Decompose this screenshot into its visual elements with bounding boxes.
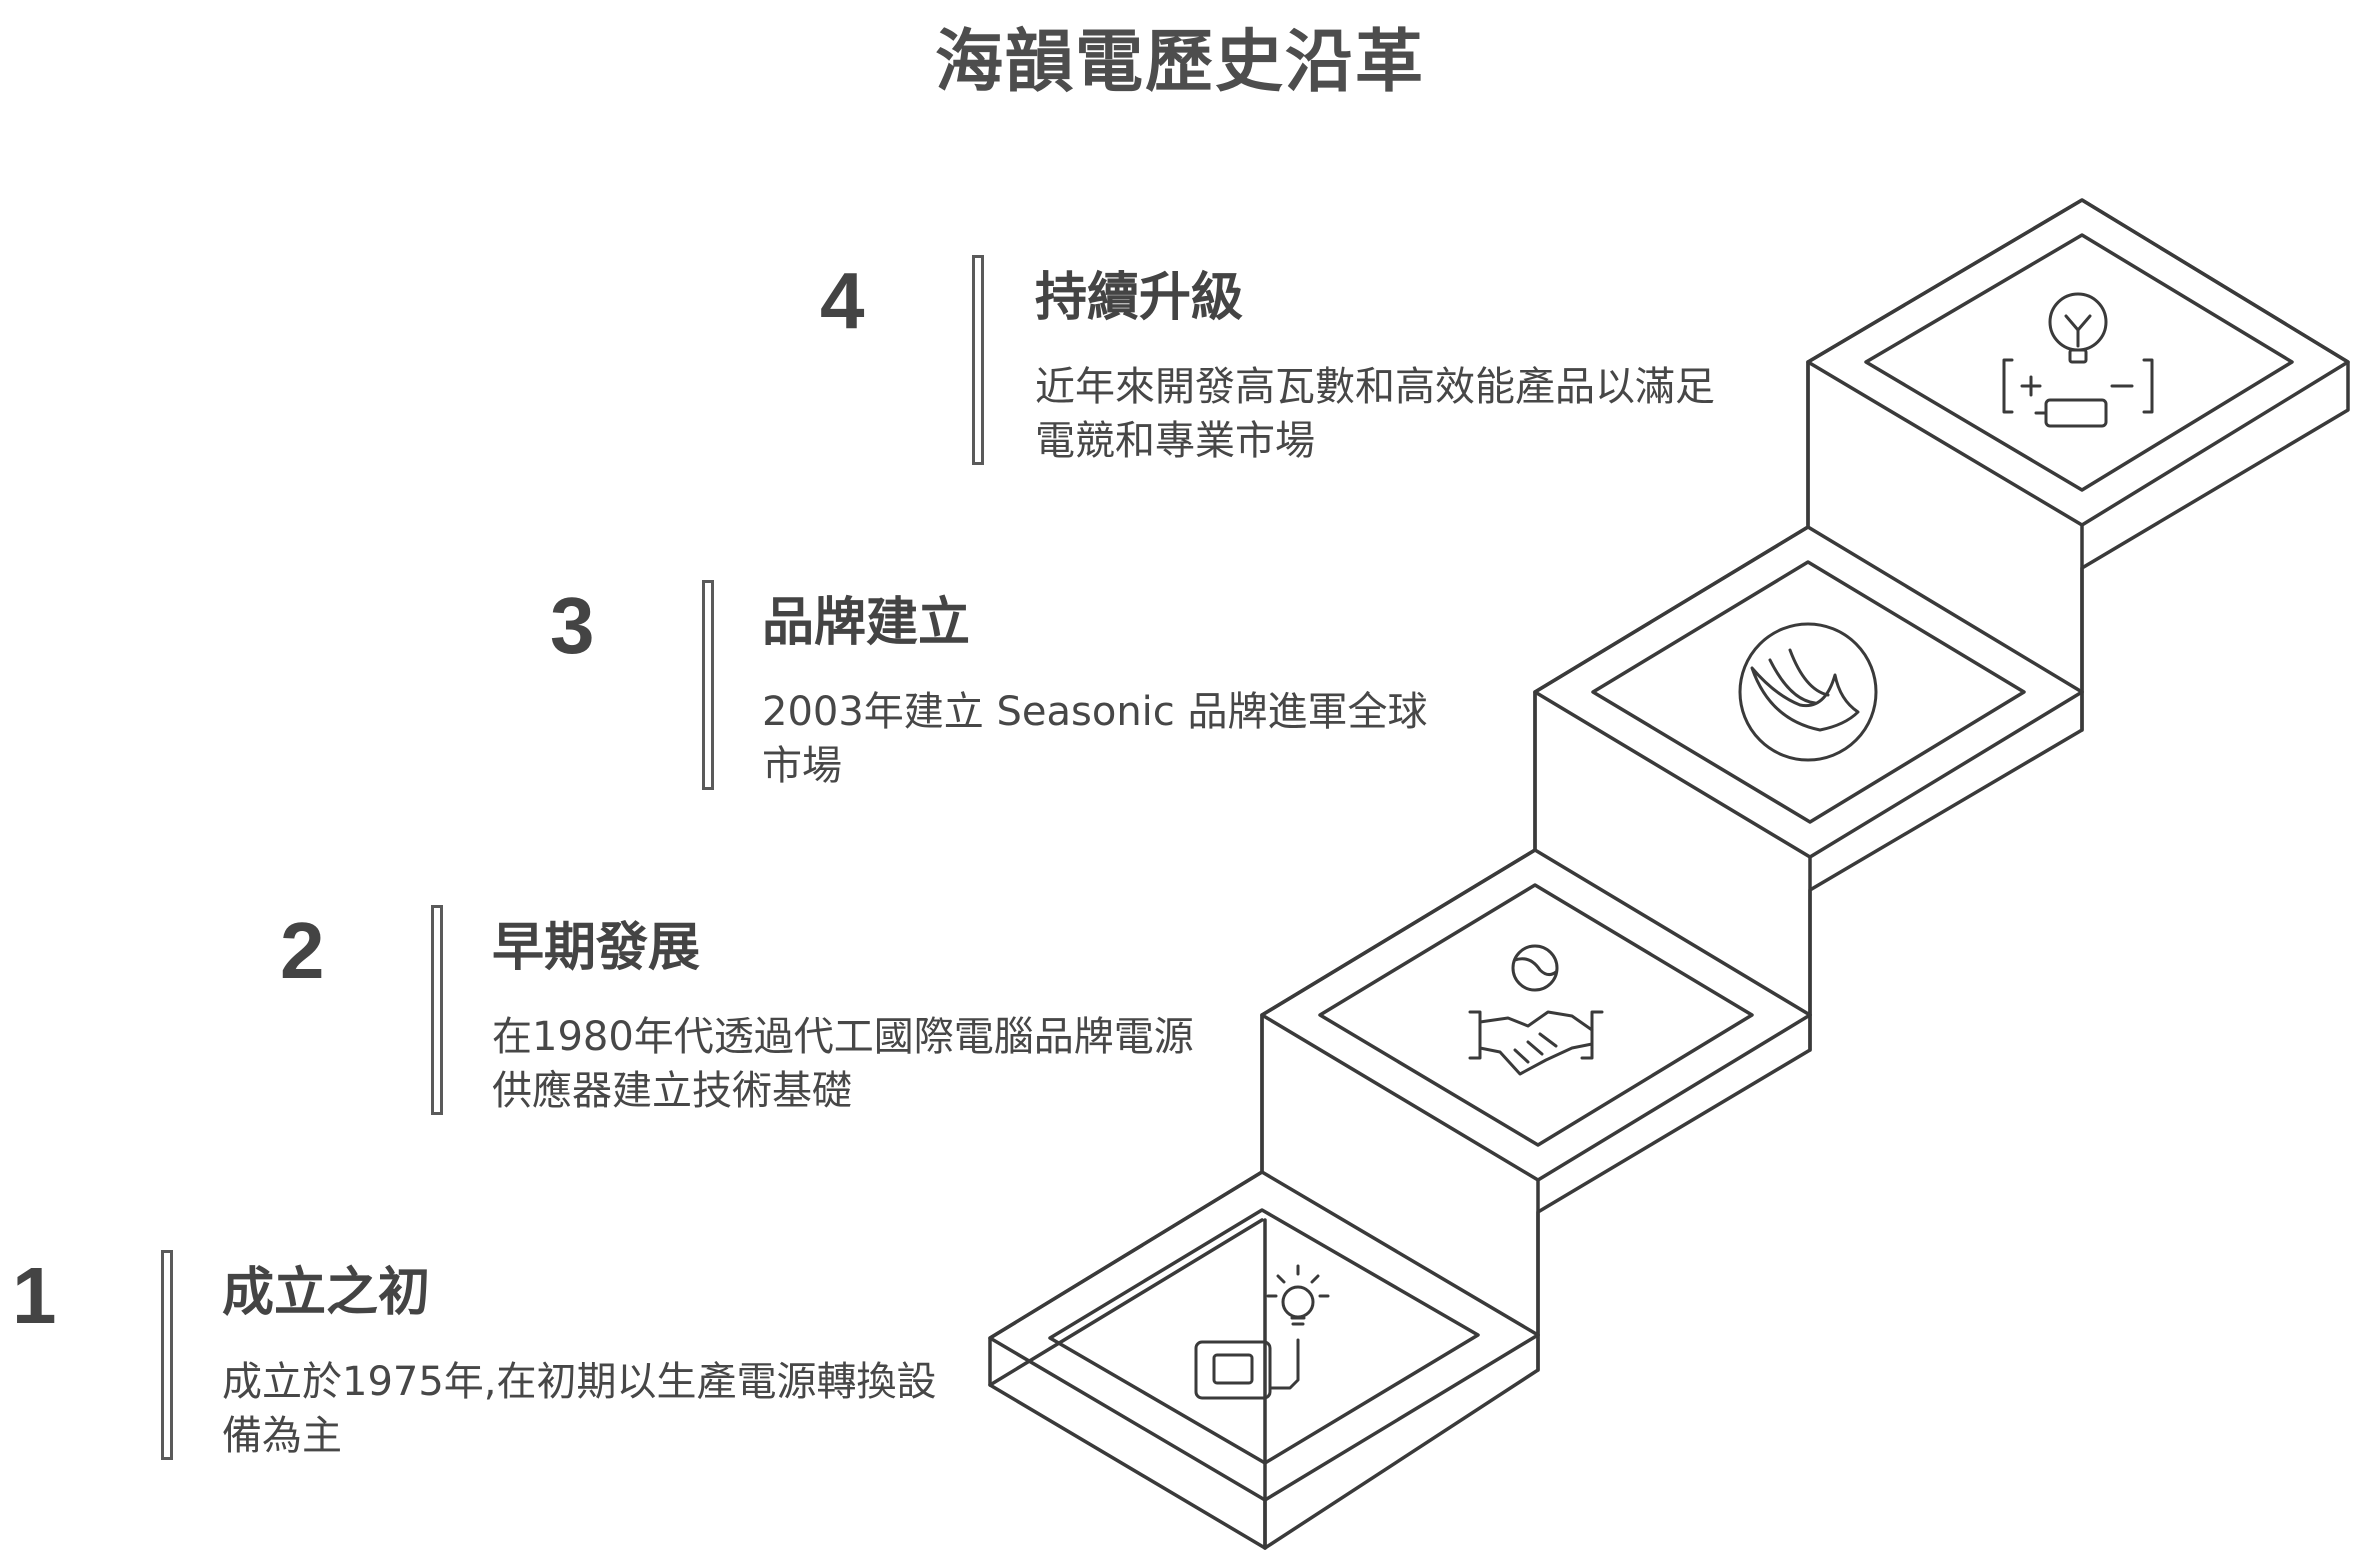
power-supply-bulb-icon	[1194, 1264, 1330, 1400]
bulb-battery-icon	[2002, 292, 2154, 428]
global-handshake-icon	[1468, 944, 1604, 1076]
step-divider	[972, 255, 984, 465]
step-number: 3	[550, 581, 595, 670]
step-4-platform	[1806, 198, 2350, 694]
step-description: 成立於1975年,在初期以生產電源轉換設備為主	[222, 1359, 937, 1459]
step-number: 2	[280, 906, 325, 995]
step-description: 在1980年代透過代工國際電腦品牌電源供應器建立技術基礎	[492, 1014, 1194, 1114]
step-divider	[431, 905, 443, 1115]
step-3-platform	[1533, 525, 2084, 1017]
staircase-outline	[988, 198, 2350, 1550]
step-2-platform	[1260, 848, 1812, 1337]
step-heading: 持續升級	[1035, 268, 1244, 328]
step-heading: 成立之初	[222, 1263, 431, 1323]
step-number: 4	[820, 256, 865, 345]
step-description: 2003年建立 Seasonic 品牌進軍全球市場	[762, 689, 1428, 789]
step-divider	[161, 1250, 173, 1460]
staircase-outline-inner	[988, 1218, 1267, 1550]
step-heading: 品牌建立	[762, 593, 971, 653]
step-description: 近年來開發高瓦數和高效能產品以滿足電競和專業市場	[1035, 364, 1715, 464]
step-heading: 早期發展	[492, 918, 701, 978]
seasonic-swift-logo-icon	[1738, 622, 1878, 762]
diagram-title: 海韻電歷史沿革	[934, 23, 1425, 102]
step-number: 1	[12, 1251, 57, 1340]
step-divider	[702, 580, 714, 790]
